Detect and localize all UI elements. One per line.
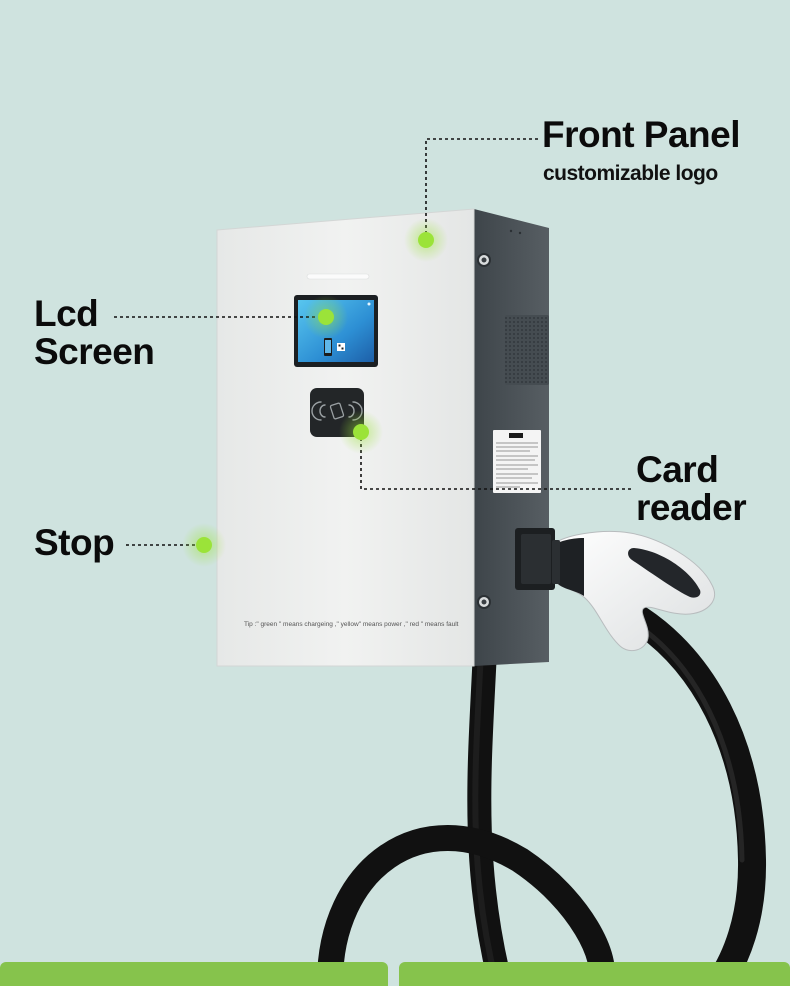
bottom-bar-right xyxy=(399,962,790,986)
lcd-screen-label-line1: Lcd xyxy=(34,293,99,334)
front-panel-subtitle: customizable logo xyxy=(543,162,718,185)
marker-stop xyxy=(182,523,226,567)
card-reader-label-line1: Card xyxy=(636,449,719,490)
connector-holster xyxy=(515,528,555,590)
card-reader-label: Card reader xyxy=(636,451,786,527)
charging-cable xyxy=(317,606,767,982)
panel-tip-text: Tip :" green " means chargeing ," yellow… xyxy=(244,621,459,628)
bottom-bar-left xyxy=(0,962,388,986)
front-panel-title: Front Panel xyxy=(542,114,741,155)
stop-label: Stop xyxy=(34,522,115,563)
lcd-screen-label-line2: Screen xyxy=(34,331,155,372)
marker-card-reader xyxy=(339,410,383,454)
marker-lcd-screen xyxy=(304,295,348,339)
marker-front-panel xyxy=(404,218,448,262)
card-reader-label-line2: reader xyxy=(636,487,747,528)
lcd-screen-label: Lcd Screen xyxy=(34,295,234,371)
warning-label xyxy=(493,430,541,493)
charging-plug xyxy=(552,530,715,652)
